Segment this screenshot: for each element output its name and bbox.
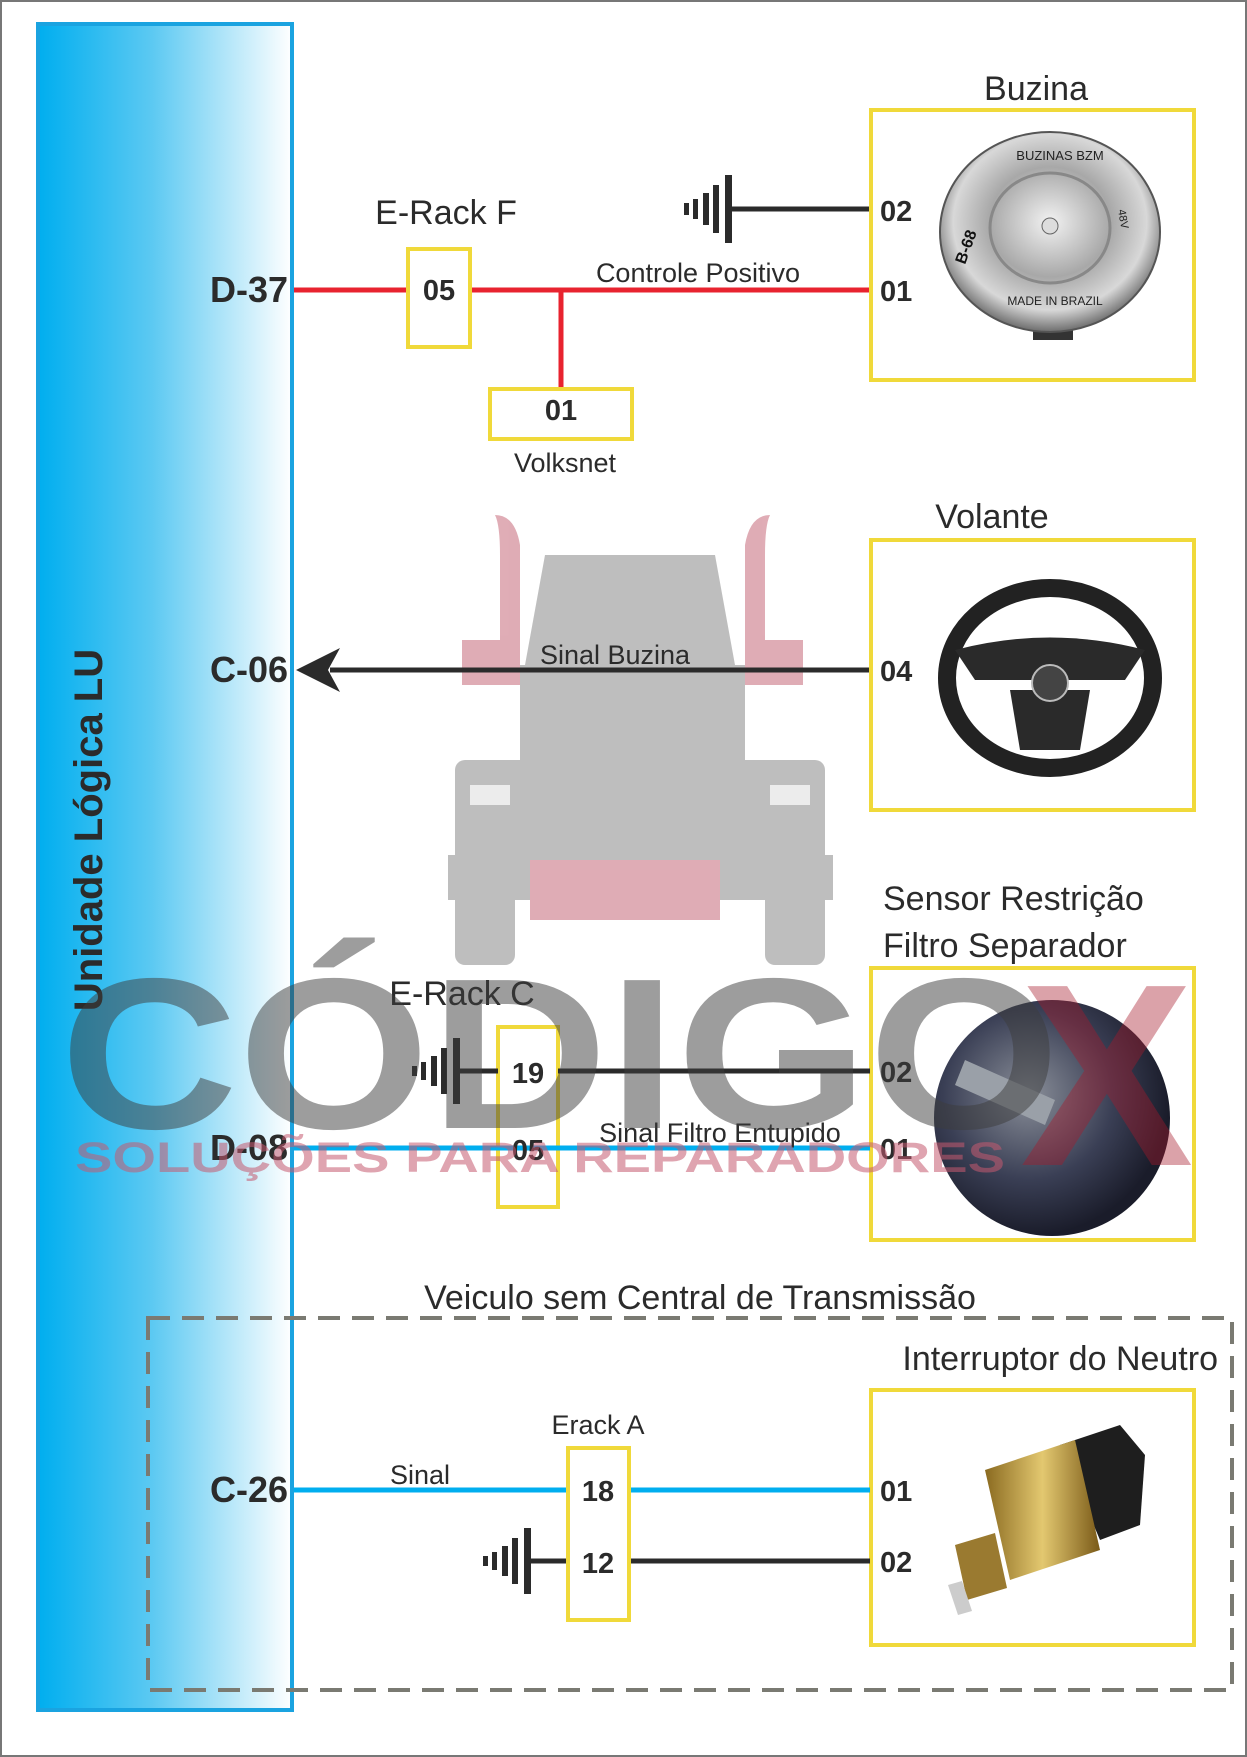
- ground-icon: [483, 1528, 531, 1594]
- erack-c-pin-19: 19: [512, 1058, 544, 1090]
- controle-positivo-label: Controle Positivo: [596, 258, 800, 288]
- logic-unit-title: Unidade Lógica LU: [67, 649, 111, 1011]
- erack-a-box: [566, 1446, 631, 1622]
- logic-unit-bar: [36, 22, 294, 1712]
- sensor-pin-02: 02: [880, 1057, 912, 1089]
- erack-a-label: Erack A: [551, 1410, 644, 1440]
- codigo-x-watermark: CÓDIGO X SOLUÇÕES PARA REPARADORES: [60, 931, 1195, 1221]
- horn-origin-text: MADE IN BRAZIL: [1007, 294, 1103, 308]
- volksnet-label: Volksnet: [514, 448, 617, 478]
- truck-watermark: [448, 515, 833, 965]
- erack-f-pin: 05: [423, 275, 455, 307]
- volante-title: Volante: [935, 498, 1048, 536]
- horn-image: BUZINAS BZM B-68 MADE IN BRAZIL 48V: [939, 131, 1161, 340]
- watermark-brand: CÓDIGO: [60, 933, 1060, 1174]
- volksnet-box: [488, 387, 634, 441]
- watermark-tagline: SOLUÇÕES PARA REPARADORES: [75, 1133, 1005, 1182]
- horn-voltage-text: 48V: [1115, 208, 1130, 230]
- neutral-switch-image: [948, 1425, 1145, 1615]
- buzina-title: Buzina: [984, 70, 1088, 108]
- sinal-buzina-label: Sinal Buzina: [540, 640, 691, 670]
- erack-f-box: [406, 247, 472, 349]
- sensor-pin-01: 01: [880, 1134, 912, 1166]
- horn-brand-text: BUZINAS BZM: [1016, 148, 1103, 163]
- erack-a-pin-12: 12: [582, 1548, 614, 1580]
- erack-c-pin-05: 05: [512, 1135, 544, 1167]
- watermark-x: X: [1020, 931, 1195, 1221]
- erack-c-box: [496, 1025, 560, 1209]
- sensor-title-line1: Sensor Restrição: [883, 880, 1144, 918]
- pin-d37: D-37: [210, 269, 288, 310]
- neutral-pin-02: 02: [880, 1547, 912, 1579]
- erack-f-label: E-Rack F: [375, 194, 517, 232]
- sinal-filtro-label: Sinal Filtro Entupido: [599, 1118, 841, 1148]
- volksnet-pin: 01: [545, 395, 577, 427]
- steering-wheel-image: [938, 579, 1162, 777]
- neutral-title: Interruptor do Neutro: [902, 1340, 1218, 1378]
- sensor-title-line2: Filtro Separador: [883, 927, 1127, 965]
- volante-pin-04: 04: [880, 656, 912, 688]
- pin-c26: C-26: [210, 1469, 288, 1510]
- neutral-pin-01: 01: [880, 1476, 912, 1508]
- no-transmission-group: [146, 1316, 1234, 1692]
- pin-d08: D-08: [210, 1127, 288, 1168]
- erack-a-pin-18: 18: [582, 1476, 614, 1508]
- buzina-pin-02: 02: [880, 196, 912, 228]
- ground-icon: [412, 1038, 460, 1104]
- sensor-image: [934, 1000, 1170, 1236]
- erack-c-label: E-Rack C: [389, 975, 534, 1013]
- ground-icon: [684, 175, 732, 243]
- pin-c06: C-06: [210, 649, 288, 690]
- buzina-pin-01: 01: [880, 276, 912, 308]
- arrow-icon: [296, 648, 340, 692]
- sensor-body: [955, 1060, 1055, 1125]
- group-label: Veiculo sem Central de Transmissão: [424, 1279, 976, 1317]
- sinal-label: Sinal: [390, 1460, 450, 1490]
